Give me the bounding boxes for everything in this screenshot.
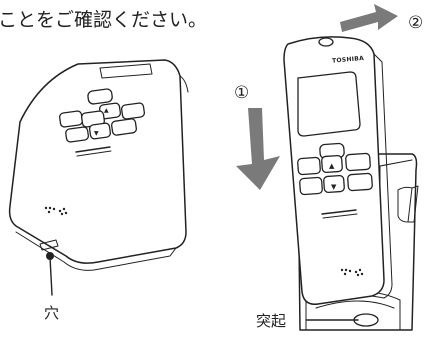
protrusion-callout: 突起 [256, 312, 359, 330]
svg-text:▼: ▼ [331, 183, 337, 191]
brand-label: TOSHIBA [332, 55, 365, 65]
svg-text:▲: ▲ [329, 162, 335, 170]
remote-left-button-top [87, 88, 113, 105]
right-arrow-icon [340, 4, 398, 32]
remote-left-button-br [111, 118, 137, 136]
display-screen [297, 71, 361, 137]
braille-dots-left [44, 206, 68, 216]
remote-right-button-down [323, 174, 345, 194]
remote-right-button-l1 [297, 156, 321, 176]
remote-left: ▲ ▼ [8, 59, 189, 271]
remote-right: TOSHIBA ▲ ▼ [283, 36, 393, 305]
ir-sensor [318, 37, 334, 47]
svg-text:▼: ▼ [94, 130, 99, 137]
remote-left-button-down [88, 122, 112, 140]
remote-right-button-l2 [299, 176, 323, 196]
step2-label: ② [408, 13, 423, 33]
remote-right-button-up [321, 154, 343, 174]
down-arrow-icon [236, 108, 280, 190]
remote-left-button-left [59, 110, 83, 128]
step1-label: ① [234, 83, 249, 103]
hole-label: 穴 [44, 304, 59, 322]
remote-right-button-r1 [345, 152, 371, 172]
caption-text: ことをご確認ください。 [0, 9, 207, 31]
braille-dots-right [340, 268, 364, 277]
remote-right-button-r2 [347, 172, 373, 192]
svg-text:▲: ▲ [104, 107, 109, 114]
hole-callout: 穴 [44, 252, 59, 322]
remote-left-button-bl [65, 126, 89, 143]
remote-left-button-right [121, 102, 145, 120]
protrusion-label: 突起 [256, 312, 286, 330]
